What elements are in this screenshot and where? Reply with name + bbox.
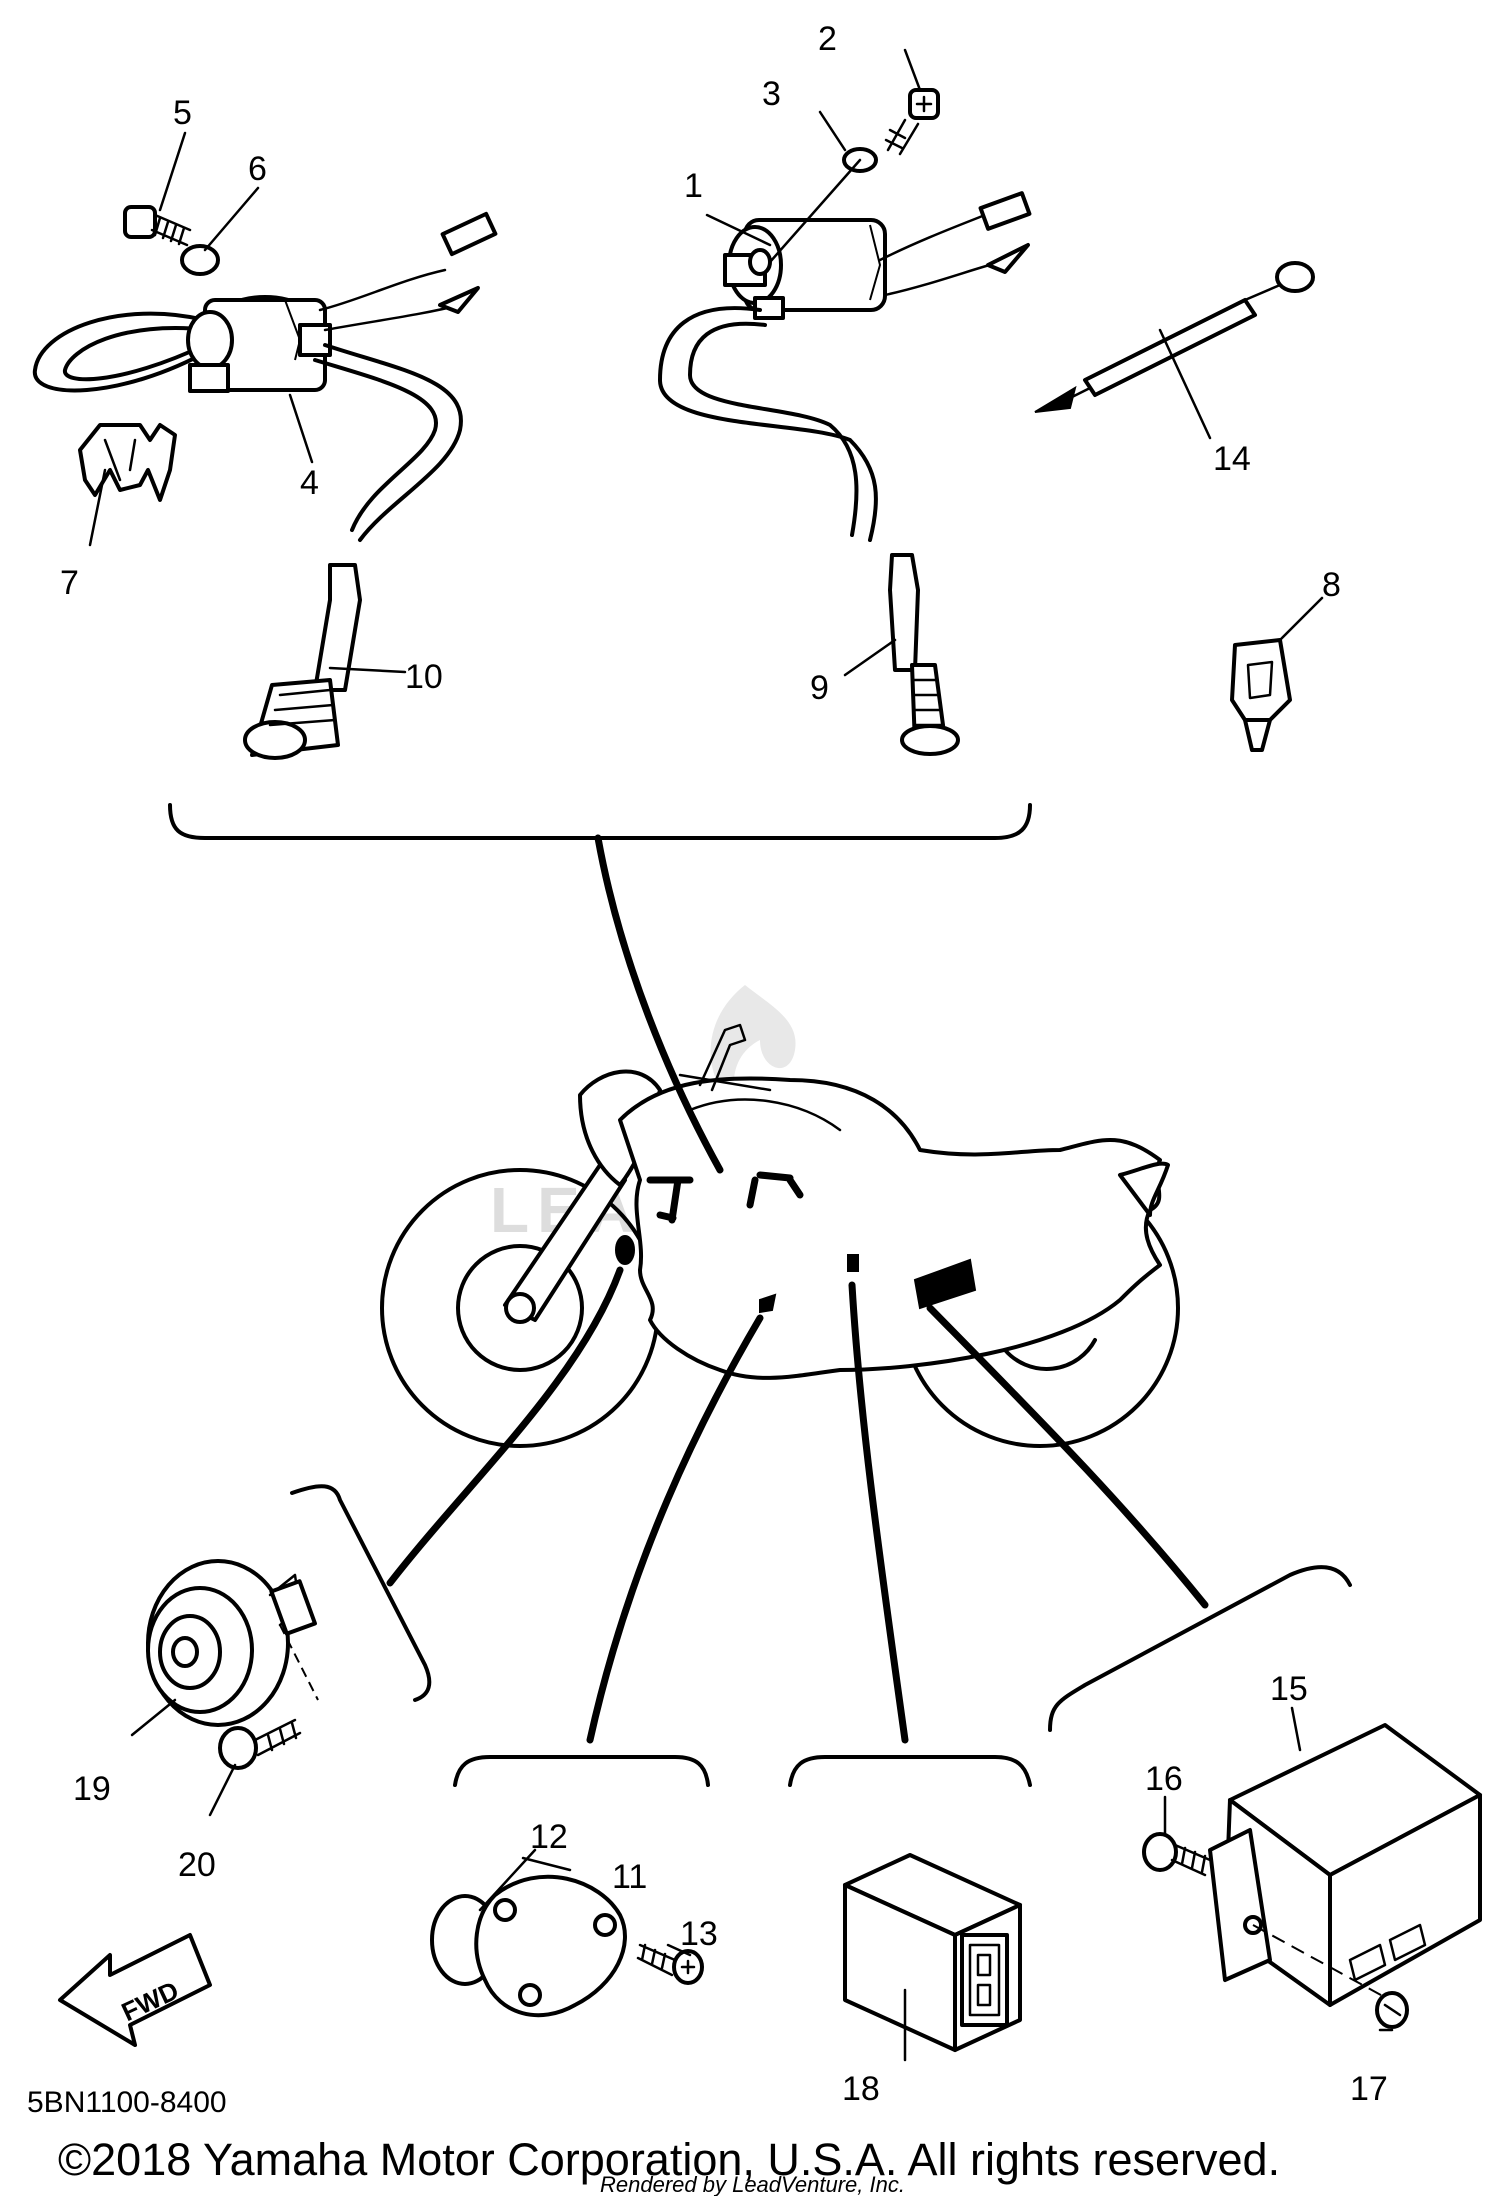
part-number-3: 3 <box>762 75 781 113</box>
part-number-10: 10 <box>405 658 443 696</box>
part-number-18: 18 <box>842 2070 880 2108</box>
part-number-19: 19 <box>73 1770 111 1808</box>
part-number-9: 9 <box>810 669 829 707</box>
motorcycle-outline <box>380 1023 1180 1448</box>
ignition-coil-left <box>32 211 498 542</box>
top-group-bracket <box>168 803 1032 840</box>
bolt-16 <box>1142 1832 1212 1877</box>
part-number-11: 11 <box>612 1858 647 1896</box>
lead-wire <box>1034 261 1315 413</box>
diagram-code: 5BN1100-8400 <box>27 2086 227 2119</box>
relay <box>843 1853 1022 2052</box>
plug-cap-left <box>243 563 362 760</box>
part-number-6: 6 <box>248 150 267 188</box>
part-number-13: 13 <box>680 1915 718 1953</box>
callout-lines <box>88 48 1394 2062</box>
bolt-20 <box>218 1718 302 1770</box>
part-number-5: 5 <box>173 94 192 132</box>
horn-bracket <box>290 1484 432 1702</box>
part-number-4: 4 <box>300 464 319 502</box>
plug-cap-right <box>888 553 960 756</box>
bolt-5 <box>123 205 192 247</box>
part-number-15: 15 <box>1270 1670 1308 1708</box>
clamp <box>78 423 177 502</box>
pickup-coil <box>474 1874 627 2018</box>
rectifier-regulator <box>1208 1723 1482 2007</box>
washer-6 <box>180 244 220 276</box>
part-number-2: 2 <box>818 20 837 58</box>
relay-bracket <box>788 1755 1032 1787</box>
regulator-bracket <box>1048 1565 1352 1732</box>
part-number-7: 7 <box>60 564 79 602</box>
collar-17 <box>1375 1991 1409 2029</box>
part-number-12: 12 <box>530 1818 568 1856</box>
part-number-16: 16 <box>1145 1760 1183 1798</box>
part-number-14: 14 <box>1213 440 1251 478</box>
leader-lines <box>386 834 1209 1744</box>
part-number-17: 17 <box>1350 2070 1388 2108</box>
part-number-1: 1 <box>684 167 703 205</box>
part-number-labels: 1 2 3 4 5 6 7 8 9 10 11 12 13 14 15 16 1… <box>60 20 1388 2108</box>
screw-13 <box>636 1943 704 1985</box>
forward-arrow-icon: FWD <box>58 1933 212 2047</box>
pickup-bracket <box>453 1755 710 1787</box>
ignition-coil-right <box>658 191 1032 542</box>
clip-8 <box>1230 638 1292 752</box>
copyright: ©2018 Yamaha Motor Corporation, U.S.A. A… <box>58 2134 1280 2185</box>
rendered-by: Rendered by LeadVenture, Inc. <box>600 2172 905 2196</box>
screw-2 <box>884 88 940 156</box>
horn <box>146 1559 319 1727</box>
part-number-20: 20 <box>178 1846 216 1884</box>
part-number-8: 8 <box>1322 566 1341 604</box>
